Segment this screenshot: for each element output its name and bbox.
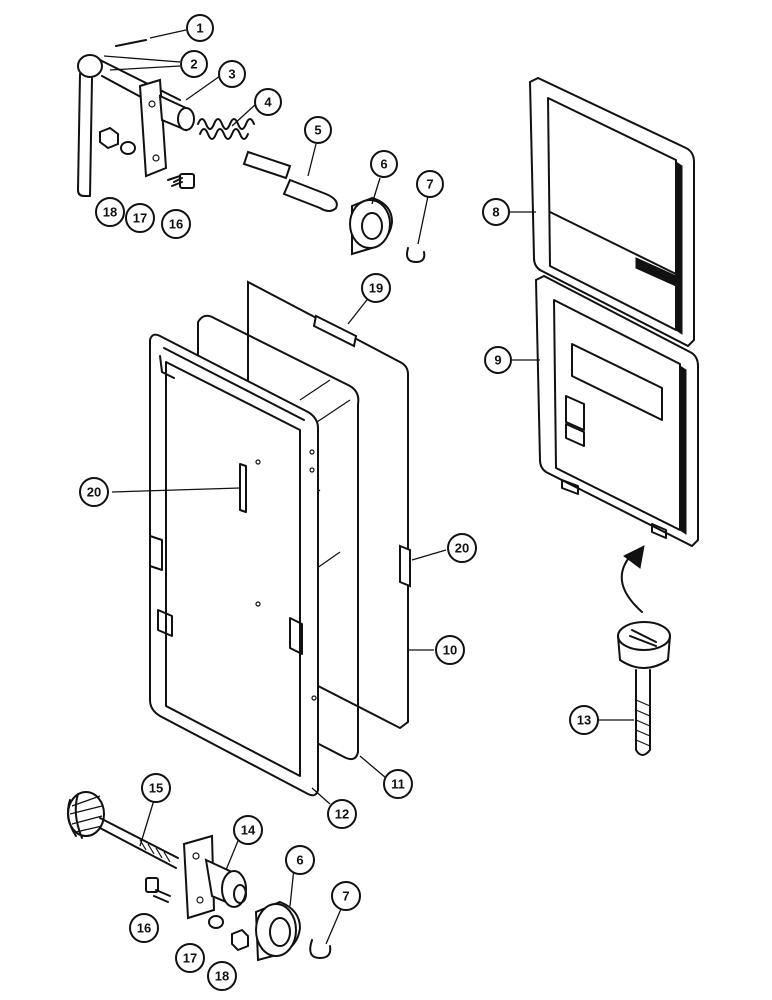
- callout-label: 4: [264, 95, 272, 110]
- thumb-screw: [617, 621, 671, 756]
- callout-5: 5: [304, 116, 332, 144]
- callout-label: 17: [133, 211, 147, 226]
- callout-20-left: 20: [79, 477, 109, 507]
- window-frame-9: [534, 274, 699, 548]
- callout-label: 10: [443, 643, 457, 658]
- callout-2: 2: [180, 50, 208, 78]
- callout-6-upper: 6: [370, 150, 398, 178]
- callout-15: 15: [141, 773, 171, 803]
- callout-3: 3: [218, 60, 246, 88]
- spring: [197, 118, 255, 130]
- callout-label: 8: [492, 205, 499, 220]
- callout-16-upper: 16: [161, 209, 191, 239]
- callout-label: 13: [577, 713, 591, 728]
- callout-label: 1: [196, 21, 203, 36]
- bushing-upper: [349, 196, 394, 256]
- washer-lower: [208, 915, 224, 929]
- door-frame: [149, 333, 319, 797]
- callout-label: 17: [183, 951, 197, 966]
- callout-label: 7: [342, 889, 349, 904]
- callout-6-lower: 6: [285, 845, 315, 875]
- callout-label: 15: [149, 781, 163, 796]
- callout-4: 4: [254, 88, 282, 116]
- callout-9: 9: [484, 346, 512, 374]
- callout-label: 20: [87, 485, 101, 500]
- callout-7-upper: 7: [416, 170, 444, 198]
- callout-12: 12: [327, 799, 357, 829]
- washer-upper: [120, 141, 136, 155]
- callout-18-lower: 18: [207, 961, 237, 991]
- callout-14: 14: [233, 815, 263, 845]
- callout-label: 19: [369, 281, 383, 296]
- callout-label: 6: [296, 853, 303, 868]
- bushing-lower: [254, 900, 302, 962]
- callout-label: 2: [190, 57, 197, 72]
- callout-13: 13: [569, 705, 599, 735]
- callout-label: 5: [314, 123, 321, 138]
- nut-lower: [231, 928, 249, 952]
- callout-label: 20: [455, 541, 469, 556]
- callout-label: 12: [335, 807, 349, 822]
- callout-17-upper: 17: [125, 203, 155, 233]
- hinge-pin-handle: [77, 54, 181, 197]
- callout-10: 10: [435, 635, 465, 665]
- callout-label: 16: [137, 921, 151, 936]
- callout-label: 16: [169, 217, 183, 232]
- latch-pin-lower: [282, 178, 338, 212]
- callout-label: 3: [228, 67, 235, 82]
- callout-label: 18: [103, 205, 117, 220]
- callout-16-lower: 16: [129, 913, 159, 943]
- nut-upper: [99, 126, 119, 150]
- window-frame-8: [528, 76, 695, 348]
- callout-label: 6: [380, 157, 387, 172]
- latch-pin-upper: [242, 150, 292, 180]
- callout-label: 7: [426, 177, 433, 192]
- roll-pin: [115, 39, 147, 47]
- hinge-bracket-plate: [138, 78, 168, 178]
- callout-7-lower: 7: [331, 881, 361, 911]
- callout-1: 1: [186, 14, 214, 42]
- bolt-lower: [145, 877, 171, 903]
- callout-label: 11: [391, 777, 405, 792]
- lower-bracket-plate: [182, 834, 216, 920]
- retaining-clip-lower: [309, 939, 332, 959]
- callout-11: 11: [383, 769, 413, 799]
- lower-hinge-assembly: [67, 791, 332, 962]
- leader-lines: [103, 29, 634, 945]
- callout-label: 14: [241, 823, 256, 838]
- glass-latch-tab-right: [399, 544, 411, 588]
- bolt-upper: [167, 173, 195, 189]
- callout-8: 8: [482, 198, 510, 226]
- callout-17-lower: 17: [175, 943, 205, 973]
- callout-20-right: 20: [447, 533, 477, 563]
- callout-label: 9: [494, 353, 501, 368]
- callout-label: 18: [215, 969, 229, 984]
- glass-hinge-tab: [312, 314, 358, 348]
- callout-18-upper: 18: [95, 197, 125, 227]
- callout-19: 19: [361, 273, 391, 303]
- upper-hinge-assembly: [77, 39, 426, 263]
- door-latch-slot: [239, 463, 247, 513]
- knurled-bolt: [67, 791, 179, 869]
- retaining-clip-upper: [406, 247, 426, 263]
